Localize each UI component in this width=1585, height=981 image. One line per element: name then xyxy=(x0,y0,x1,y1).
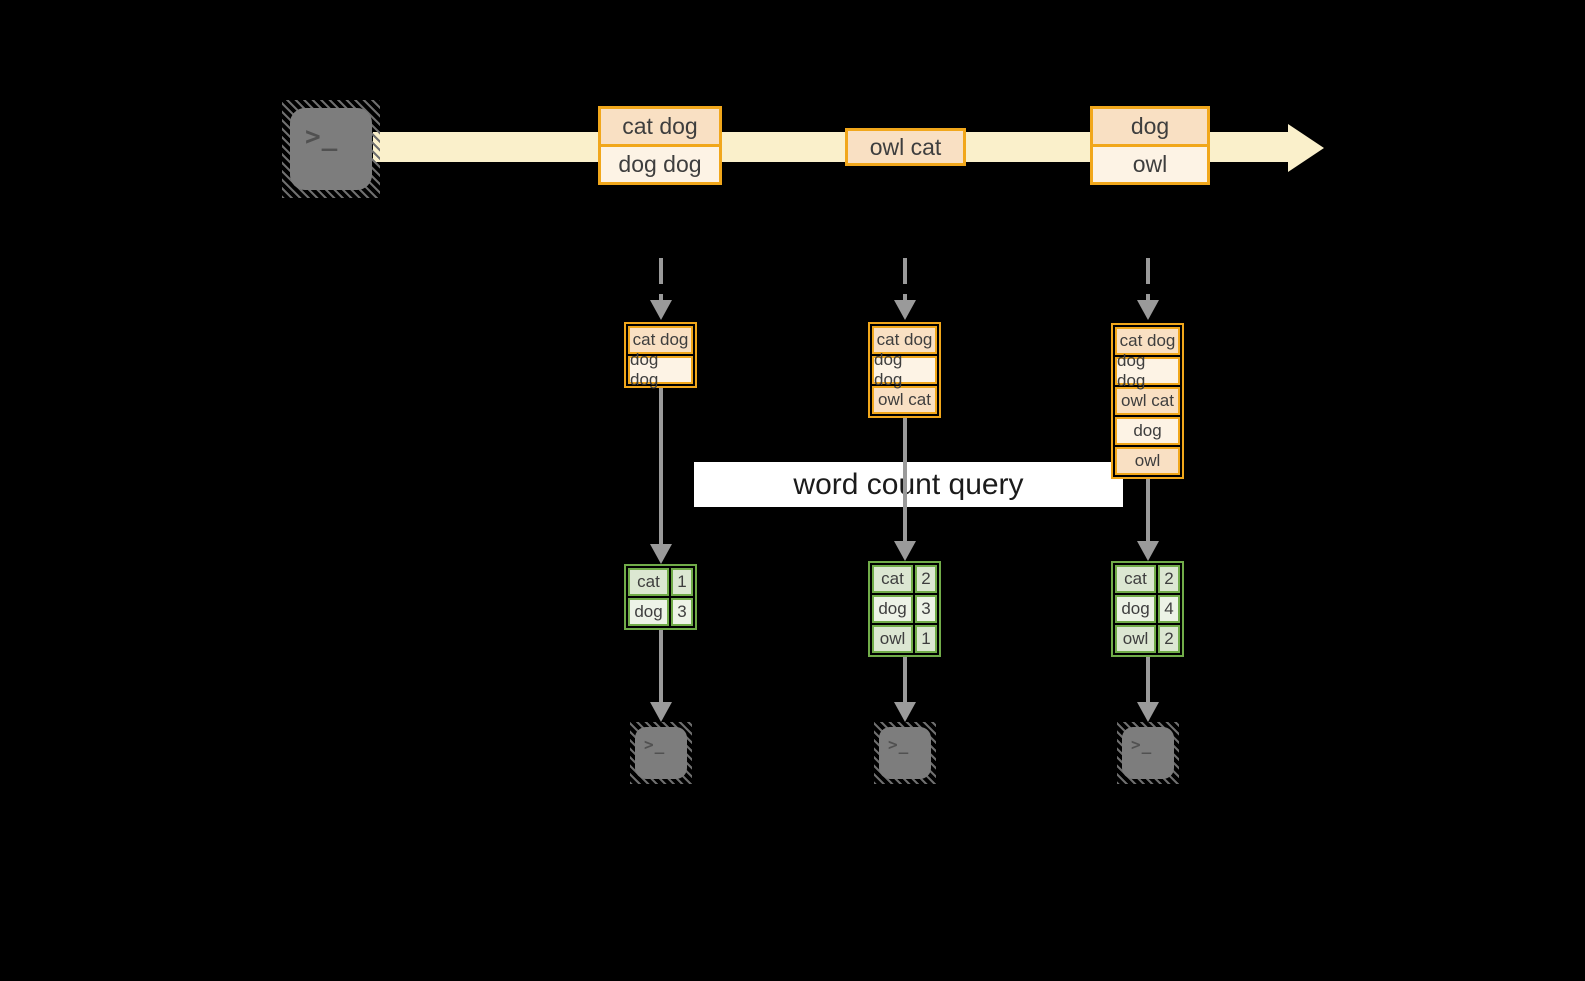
banner-label: word count query xyxy=(793,467,1024,501)
terminal-screen: >_ xyxy=(879,727,931,779)
word-cell: dog xyxy=(1115,595,1156,623)
dashed-arrow-head-icon xyxy=(1137,300,1159,320)
count-cell: 2 xyxy=(1158,625,1180,653)
down-arrow-head-icon xyxy=(894,541,916,561)
stream-event-line: owl cat xyxy=(848,131,963,163)
dashed-down-arrow-icon xyxy=(1146,258,1150,302)
stream-event-box-1: cat dog dog dog xyxy=(598,106,722,185)
dashed-arrow-head-icon xyxy=(894,300,916,320)
buffer-item: owl xyxy=(1115,447,1180,475)
terminal-prompt-glyph: >_ xyxy=(888,735,910,754)
word-cell: dog xyxy=(872,595,913,623)
count-cell: 4 xyxy=(1158,595,1180,623)
buffer-item: owl cat xyxy=(1115,387,1180,415)
buffer-item: cat dog xyxy=(628,326,693,354)
down-arrow-head-icon xyxy=(650,544,672,564)
terminal-screen: >_ xyxy=(1122,727,1174,779)
down-arrow-head-icon xyxy=(1137,702,1159,722)
down-arrow-head-icon xyxy=(894,702,916,722)
stream-event-box-3: dog owl xyxy=(1090,106,1210,185)
count-cell: 1 xyxy=(671,568,693,596)
count-table-3: cat 2 dog 4 owl 2 xyxy=(1111,561,1184,657)
table-row: cat 2 xyxy=(872,565,937,593)
buffer-item: dog xyxy=(1115,417,1180,445)
table-row: dog 3 xyxy=(872,595,937,623)
stream-event-line: dog dog xyxy=(601,144,719,182)
word-cell: dog xyxy=(628,598,669,626)
word-cell: cat xyxy=(628,568,669,596)
down-arrow-icon xyxy=(903,657,907,702)
buffer-item: cat dog xyxy=(1115,327,1180,355)
terminal-sink-icon-3: >_ xyxy=(1117,722,1179,784)
terminal-screen: >_ xyxy=(290,108,372,190)
terminal-sink-icon-2: >_ xyxy=(874,722,936,784)
word-count-query-banner: word count query xyxy=(694,462,1123,507)
table-row: cat 1 xyxy=(628,568,693,596)
table-row: dog 3 xyxy=(628,598,693,626)
table-row: dog 4 xyxy=(1115,595,1180,623)
down-arrow-icon xyxy=(903,418,907,541)
count-cell: 3 xyxy=(671,598,693,626)
word-cell: owl xyxy=(1115,625,1156,653)
buffer-item: dog dog xyxy=(1115,351,1180,390)
table-row: owl 2 xyxy=(1115,625,1180,653)
stream-event-line: dog xyxy=(1093,109,1207,144)
buffer-stack-2: cat dog dog dog owl cat xyxy=(868,322,941,418)
table-row: cat 2 xyxy=(1115,565,1180,593)
word-cell: cat xyxy=(872,565,913,593)
stream-event-box-2: owl cat xyxy=(845,128,966,166)
stream-event-line: owl xyxy=(1093,144,1207,182)
dashed-arrow-head-icon xyxy=(650,300,672,320)
count-cell: 3 xyxy=(915,595,937,623)
count-cell: 1 xyxy=(915,625,937,653)
buffer-item: cat dog xyxy=(872,326,937,354)
terminal-sink-icon-1: >_ xyxy=(630,722,692,784)
dashed-down-arrow-icon xyxy=(659,258,663,302)
buffer-stack-3: cat dog dog dog owl cat dog owl xyxy=(1111,323,1184,479)
terminal-prompt-glyph: >_ xyxy=(1131,735,1153,754)
buffer-item: dog dog xyxy=(628,350,693,389)
terminal-prompt-glyph: >_ xyxy=(305,122,339,152)
down-arrow-icon xyxy=(1146,479,1150,541)
right-arrow-icon xyxy=(1288,124,1324,172)
terminal-source-icon: >_ xyxy=(282,100,380,198)
word-cell: owl xyxy=(872,625,913,653)
down-arrow-icon xyxy=(1146,657,1150,702)
down-arrow-icon xyxy=(659,388,663,544)
count-table-2: cat 2 dog 3 owl 1 xyxy=(868,561,941,657)
down-arrow-head-icon xyxy=(650,702,672,722)
down-arrow-icon xyxy=(659,630,663,702)
dashed-down-arrow-icon xyxy=(903,258,907,302)
count-cell: 2 xyxy=(1158,565,1180,593)
buffer-item: dog dog xyxy=(872,350,937,389)
buffer-stack-1: cat dog dog dog xyxy=(624,322,697,389)
terminal-screen: >_ xyxy=(635,727,687,779)
buffer-item: owl cat xyxy=(872,386,937,414)
table-row: owl 1 xyxy=(872,625,937,653)
count-table-1: cat 1 dog 3 xyxy=(624,564,697,630)
stream-event-line: cat dog xyxy=(601,109,719,144)
word-cell: cat xyxy=(1115,565,1156,593)
down-arrow-head-icon xyxy=(1137,541,1159,561)
terminal-prompt-glyph: >_ xyxy=(644,735,666,754)
count-cell: 2 xyxy=(915,565,937,593)
